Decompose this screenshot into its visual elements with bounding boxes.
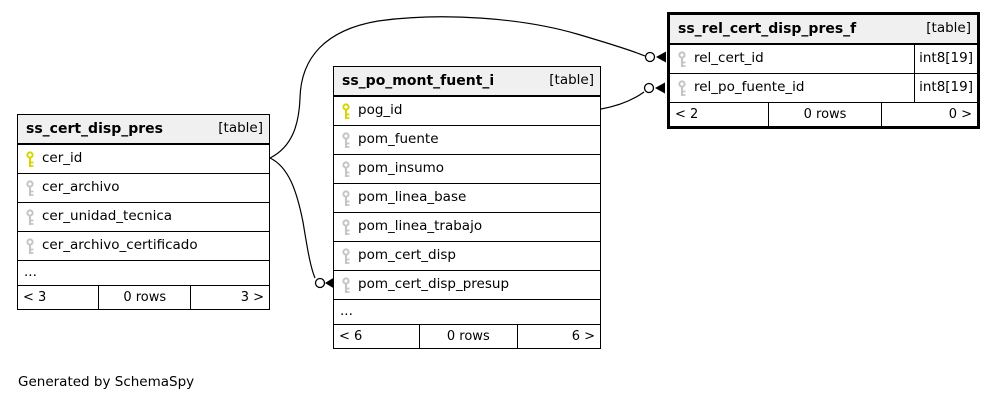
arrowhead-icon xyxy=(656,51,666,63)
table-footer: < 6 0 rows 6 > xyxy=(334,324,600,348)
column-row-pom_fuente[interactable]: pom_fuente xyxy=(334,125,600,154)
column-row-pom_cert_disp[interactable]: pom_cert_disp xyxy=(334,241,600,270)
row-count: 0 rows xyxy=(419,325,518,348)
column-row-pom_insumo[interactable]: pom_insumo xyxy=(334,154,600,183)
column-name: rel_po_fuente_id xyxy=(694,81,805,95)
key-icon xyxy=(341,218,351,236)
key-icon xyxy=(677,79,687,97)
table-ss_cert_disp_pres[interactable]: ss_cert_disp_pres [table] cer_id cer_arc… xyxy=(17,114,270,310)
key-icon xyxy=(25,208,35,226)
column-type: int8[19] xyxy=(914,74,977,102)
table-header[interactable]: ss_rel_cert_disp_pres_f [table] xyxy=(670,15,977,44)
table-ss_rel_cert_disp_pres_f[interactable]: ss_rel_cert_disp_pres_f [table] rel_cert… xyxy=(667,12,980,129)
key-icon xyxy=(25,179,35,197)
column-name: pom_fuente xyxy=(358,133,439,147)
table-ss_po_mont_fuent_i[interactable]: ss_po_mont_fuent_i [table] pog_id pom_fu… xyxy=(333,66,601,349)
related-next-count[interactable]: 0 > xyxy=(948,107,972,122)
related-prev-count[interactable]: < 3 xyxy=(23,290,47,305)
more-columns-ellipsis: ... xyxy=(18,260,269,285)
table-header[interactable]: ss_cert_disp_pres [table] xyxy=(18,115,269,144)
table-header[interactable]: ss_po_mont_fuent_i [table] xyxy=(334,67,600,96)
column-name: cer_archivo_certificado xyxy=(42,239,198,253)
table-name: ss_po_mont_fuent_i xyxy=(342,73,495,89)
column-row-cer_archivo[interactable]: cer_archivo xyxy=(18,173,269,202)
column-name: cer_id xyxy=(42,152,83,166)
zero-dot-icon xyxy=(643,82,655,94)
arrowhead-icon xyxy=(655,82,665,94)
column-name: rel_cert_id xyxy=(694,52,764,66)
row-count: 0 rows xyxy=(98,286,192,309)
column-name: pom_linea_base xyxy=(358,191,467,205)
table-footer: < 2 0 rows 0 > xyxy=(670,102,977,126)
generated-by-credit: Generated by SchemaSpy xyxy=(18,374,195,390)
column-row-pom_linea_trabajo[interactable]: pom_linea_trabajo xyxy=(334,212,600,241)
more-columns-ellipsis: ... xyxy=(334,299,600,324)
column-name: pom_cert_disp xyxy=(358,249,456,263)
column-row-pom_linea_base[interactable]: pom_linea_base xyxy=(334,183,600,212)
column-type: int8[19] xyxy=(914,45,977,73)
zero-dot-icon xyxy=(314,277,326,289)
key-icon xyxy=(341,247,351,265)
edge-pog_id-rel_po_fuente_id xyxy=(600,82,665,110)
column-name: cer_unidad_tecnica xyxy=(42,210,173,224)
column-row-rel_cert_id[interactable]: rel_cert_id int8[19] xyxy=(670,44,977,73)
primary-key-icon xyxy=(341,102,351,120)
edge-cer_id-pom_cert_disp_presup xyxy=(269,157,334,289)
column-row-cer_archivo_certificado[interactable]: cer_archivo_certificado xyxy=(18,231,269,260)
column-row-cer_id[interactable]: cer_id xyxy=(18,144,269,173)
key-icon xyxy=(25,237,35,255)
key-icon xyxy=(341,189,351,207)
related-next-count[interactable]: 3 > xyxy=(240,290,264,305)
related-prev-count[interactable]: < 6 xyxy=(339,329,363,344)
column-name: pom_linea_trabajo xyxy=(358,220,483,234)
table-name: ss_cert_disp_pres xyxy=(26,121,163,137)
related-prev-count[interactable]: < 2 xyxy=(675,107,699,122)
primary-key-icon xyxy=(25,150,35,168)
key-icon xyxy=(677,50,687,68)
table-name: ss_rel_cert_disp_pres_f xyxy=(678,21,857,37)
column-name: cer_archivo xyxy=(42,181,120,195)
column-row-rel_po_fuente_id[interactable]: rel_po_fuente_id int8[19] xyxy=(670,73,977,102)
zero-dot-icon xyxy=(644,51,656,63)
row-count: 0 rows xyxy=(768,103,882,126)
table-type-badge: [table] xyxy=(218,120,263,137)
table-type-badge: [table] xyxy=(549,72,594,89)
table-footer: < 3 0 rows 3 > xyxy=(18,285,269,309)
column-row-pom_cert_disp_presup[interactable]: pom_cert_disp_presup xyxy=(334,270,600,299)
column-name: pom_insumo xyxy=(358,162,445,176)
key-icon xyxy=(341,160,351,178)
column-name: pog_id xyxy=(358,104,403,118)
related-next-count[interactable]: 6 > xyxy=(571,329,595,344)
column-row-cer_unidad_tecnica[interactable]: cer_unidad_tecnica xyxy=(18,202,269,231)
column-name: pom_cert_disp_presup xyxy=(358,278,510,292)
key-icon xyxy=(341,131,351,149)
table-type-badge: [table] xyxy=(926,20,971,37)
column-row-pog_id[interactable]: pog_id xyxy=(334,96,600,125)
key-icon xyxy=(341,276,351,294)
